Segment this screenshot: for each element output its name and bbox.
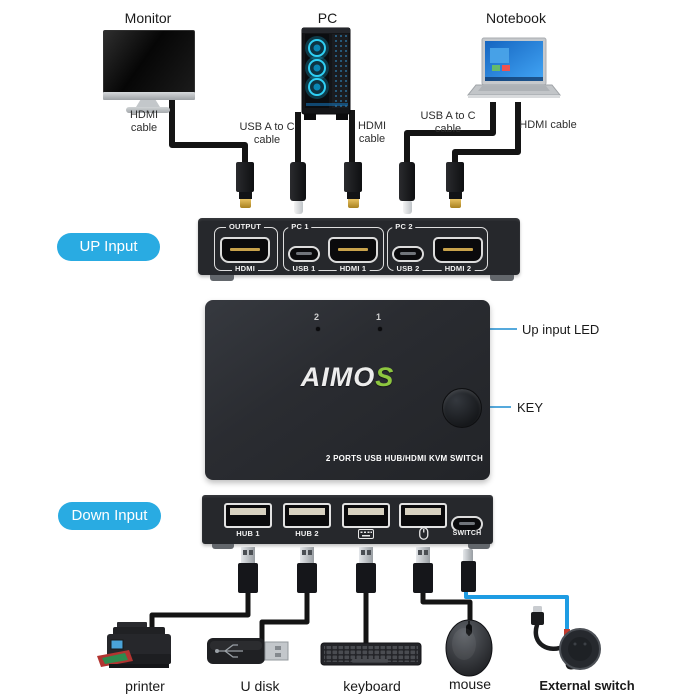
cable-label-notebook-usb: USB A to C cable [420,110,476,135]
hub1-label: HUB 1 [233,529,263,538]
keyboard-image [320,642,422,666]
key-button[interactable] [442,388,482,428]
mouse-label: mouse [448,676,492,692]
usbc-plug-pc1 [290,162,306,214]
hdmi-plug-pc1 [344,162,362,208]
monitor-label: Monitor [124,10,172,26]
keyboard-port [342,503,390,528]
hdmi2-label: HDMI 2 [441,264,475,273]
hdmi2-port [433,237,483,263]
usba-plug-printer [238,547,258,593]
mouse-icon [419,527,429,540]
usba-plug-udisk [297,547,317,593]
kvm-switch-body [205,300,490,480]
led-callout-label: Up input LED [522,322,600,337]
monitor-screen [103,30,195,94]
mouse-port [399,503,447,528]
mouse-cable [420,592,473,620]
notebook-hdmi-cable [452,102,521,170]
udisk-image [207,638,289,664]
monitor-base [126,107,170,113]
usbc-plug-pc2 [399,162,415,214]
usba-plug-keyboard [356,547,376,593]
notebook-image [466,37,562,98]
hub2-port [283,503,331,528]
printer-label: printer [125,678,165,694]
usb2-port [392,246,424,262]
printer-cable [149,592,251,634]
kvm-caption: 2 PORTS USB HUB/HDMI KVM SWITCH [325,454,483,463]
notebook-label: Notebook [486,10,546,26]
cable-joint-band [564,629,570,636]
pc1-group-frame [283,227,384,271]
udisk-cable [259,592,310,642]
hdmi1-label: HDMI 1 [336,264,370,273]
led2-number: 2 [314,312,320,322]
pc2-group-label: PC 2 [392,222,416,231]
led2-dot [316,327,320,331]
hdmi-plug-pc2 [446,162,464,208]
hdmi1-port [328,237,378,263]
pc2-group-frame [387,227,488,271]
usbc-plug-switch [458,549,478,592]
monitor-bezel [103,92,195,100]
usb2-label: USB 2 [393,264,423,273]
key-callout-label: KEY [517,400,544,415]
switch-label: SWITCH [449,530,485,537]
hub1-port [224,503,272,528]
external-switch-blue-cable [464,590,569,633]
led1-number: 1 [376,312,382,322]
pc-label: PC [317,10,338,26]
mouse-image [445,619,493,677]
monitor-stand [136,100,160,107]
hdmi-output-port [220,237,270,263]
panel-foot [468,544,490,549]
hdmi-plug-output [236,162,254,208]
down-input-badge: Down Input [58,502,161,530]
cable-label-pc-usb: USB A to C cable [239,121,295,146]
pc1-group-label: PC 1 [288,222,312,231]
panel-foot [210,275,234,281]
up-input-badge: UP Input [57,233,160,261]
printer-image [97,622,171,668]
keyboard-label: keyboard [343,678,401,694]
external-switch-label: External switch [539,678,635,693]
usb1-label: USB 1 [289,264,319,273]
hub2-label: HUB 2 [292,529,322,538]
panel-foot [490,275,514,281]
cable-label-monitor-hdmi: HDMI cable [129,109,159,134]
aimos-logo: AIMOS [300,362,395,392]
notebook-usb-cable [404,102,496,170]
cable-label-notebook-hdmi: HDMI cable [519,119,577,131]
panel-foot [212,544,234,549]
udisk-label: U disk [240,678,280,694]
external-switch-image [531,606,601,670]
keyboard-icon [358,529,374,539]
usba-plug-mouse [413,547,433,593]
led1-dot [378,327,382,331]
usb1-port [288,246,320,262]
cable-label-pc-hdmi: HDMI cable [357,120,387,145]
output-group-label: OUTPUT [225,222,265,231]
output-hdmi-label: HDMI [232,264,258,273]
monitor-hdmi-cable [169,90,248,170]
pc-image [301,27,351,120]
